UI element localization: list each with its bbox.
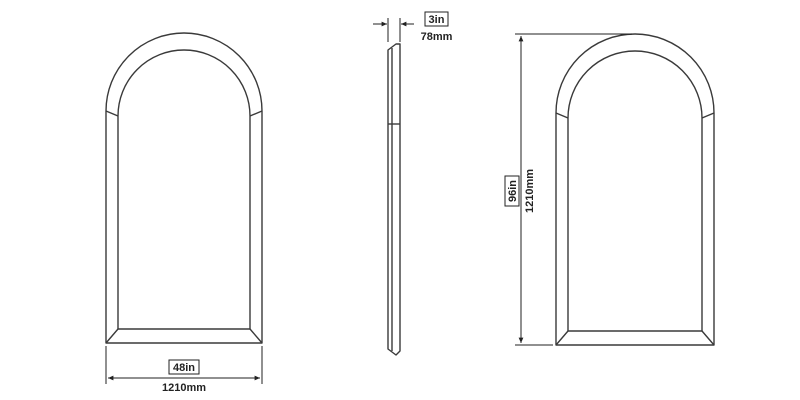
side-view xyxy=(387,43,401,356)
right-view-outer-frame xyxy=(555,33,715,346)
width-metric-label: 1210mm xyxy=(162,382,206,394)
front-view xyxy=(105,32,263,344)
front-view-miter-left xyxy=(105,328,119,344)
right-view-inner-frame xyxy=(567,50,703,332)
width-dimension xyxy=(105,346,263,384)
depth-metric-label: 78mm xyxy=(421,31,453,43)
depth-imperial-label: 3in xyxy=(429,14,445,26)
front-view-inner-frame xyxy=(117,49,251,330)
front-view-joint-left xyxy=(105,110,119,117)
right-view-miter-left xyxy=(555,330,569,346)
right-view-joint-right xyxy=(701,112,715,119)
height-imperial-box xyxy=(504,175,520,207)
front-view-miter-right xyxy=(249,328,263,344)
depth-dimension xyxy=(373,11,449,42)
depth-imperial-box xyxy=(424,11,449,27)
right-view-miter-right xyxy=(701,330,715,346)
front-view-outer-frame xyxy=(105,32,263,344)
side-view-profile xyxy=(387,43,401,356)
right-view xyxy=(555,33,715,346)
height-imperial-label: 96in xyxy=(507,180,519,202)
right-view-joint-left xyxy=(555,112,569,119)
front-view-joint-right xyxy=(249,110,263,117)
height-dimension xyxy=(504,33,632,346)
width-imperial-label: 48in xyxy=(173,362,195,374)
height-metric-label: 1210mm xyxy=(524,169,536,213)
width-imperial-box xyxy=(168,359,200,375)
